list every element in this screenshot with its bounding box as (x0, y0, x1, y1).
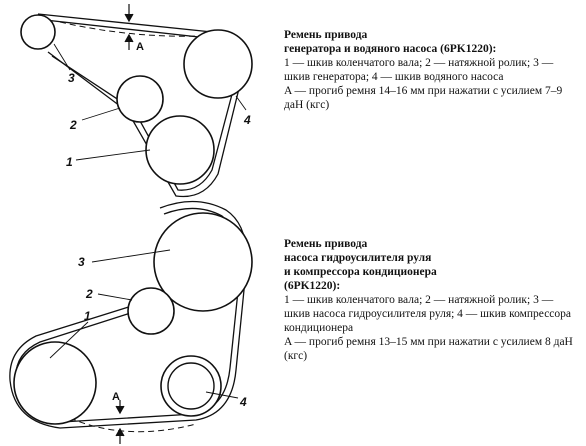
top-callout-2: 2 (69, 118, 77, 132)
bottom-callouts: 3 2 1 4 A (78, 255, 247, 409)
bottom-compressor-pulley-inner (167, 362, 215, 410)
top-callouts: 3 2 1 4 A (66, 41, 251, 169)
bottom-leader-lines (49, 249, 239, 399)
top-marker-a: A (136, 41, 144, 53)
top-callout-4: 4 (243, 113, 251, 127)
bottom-deflection-arrow (115, 400, 125, 444)
top-belt-diagram (20, 4, 253, 198)
top-callout-3: 3 (68, 71, 75, 85)
bottom-callout-3: 3 (78, 255, 85, 269)
top-crankshaft-pulley (145, 115, 215, 185)
bottom-callout-1: 1 (84, 309, 91, 323)
bottom-belt-diagram (9, 200, 253, 444)
bottom-callout-2: 2 (85, 287, 93, 301)
top-leader-lines (53, 43, 247, 161)
bottom-tensioner-roller (127, 287, 175, 335)
top-tensioner-roller (116, 75, 164, 123)
bottom-caption: Ремень привода насоса гидроусилителя рул… (284, 237, 580, 363)
bottom-crankshaft-pulley (13, 341, 97, 425)
top-caption-title: Ремень привода генератора и водяного нас… (284, 29, 497, 55)
top-caption-body: 1 — шкив коленчатого вала; 2 — натяжной … (284, 57, 563, 111)
bottom-marker-a: A (112, 391, 120, 403)
top-caption: Ремень привода генератора и водяного нас… (284, 28, 580, 112)
top-callout-1: 1 (66, 155, 73, 169)
bottom-caption-body: 1 — шкив коленчатого вала; 2 — натяжной … (284, 294, 573, 362)
bottom-belt-deflection (69, 417, 197, 433)
bottom-caption-title: Ремень привода насоса гидроусилителя рул… (284, 238, 437, 292)
top-generator-pulley (20, 14, 56, 50)
top-water-pump-pulley (183, 29, 253, 99)
top-belt-deflection (59, 21, 201, 37)
bottom-callout-4: 4 (239, 395, 247, 409)
bottom-steering-pump-pulley (153, 212, 253, 312)
top-deflection-arrow (124, 4, 134, 50)
